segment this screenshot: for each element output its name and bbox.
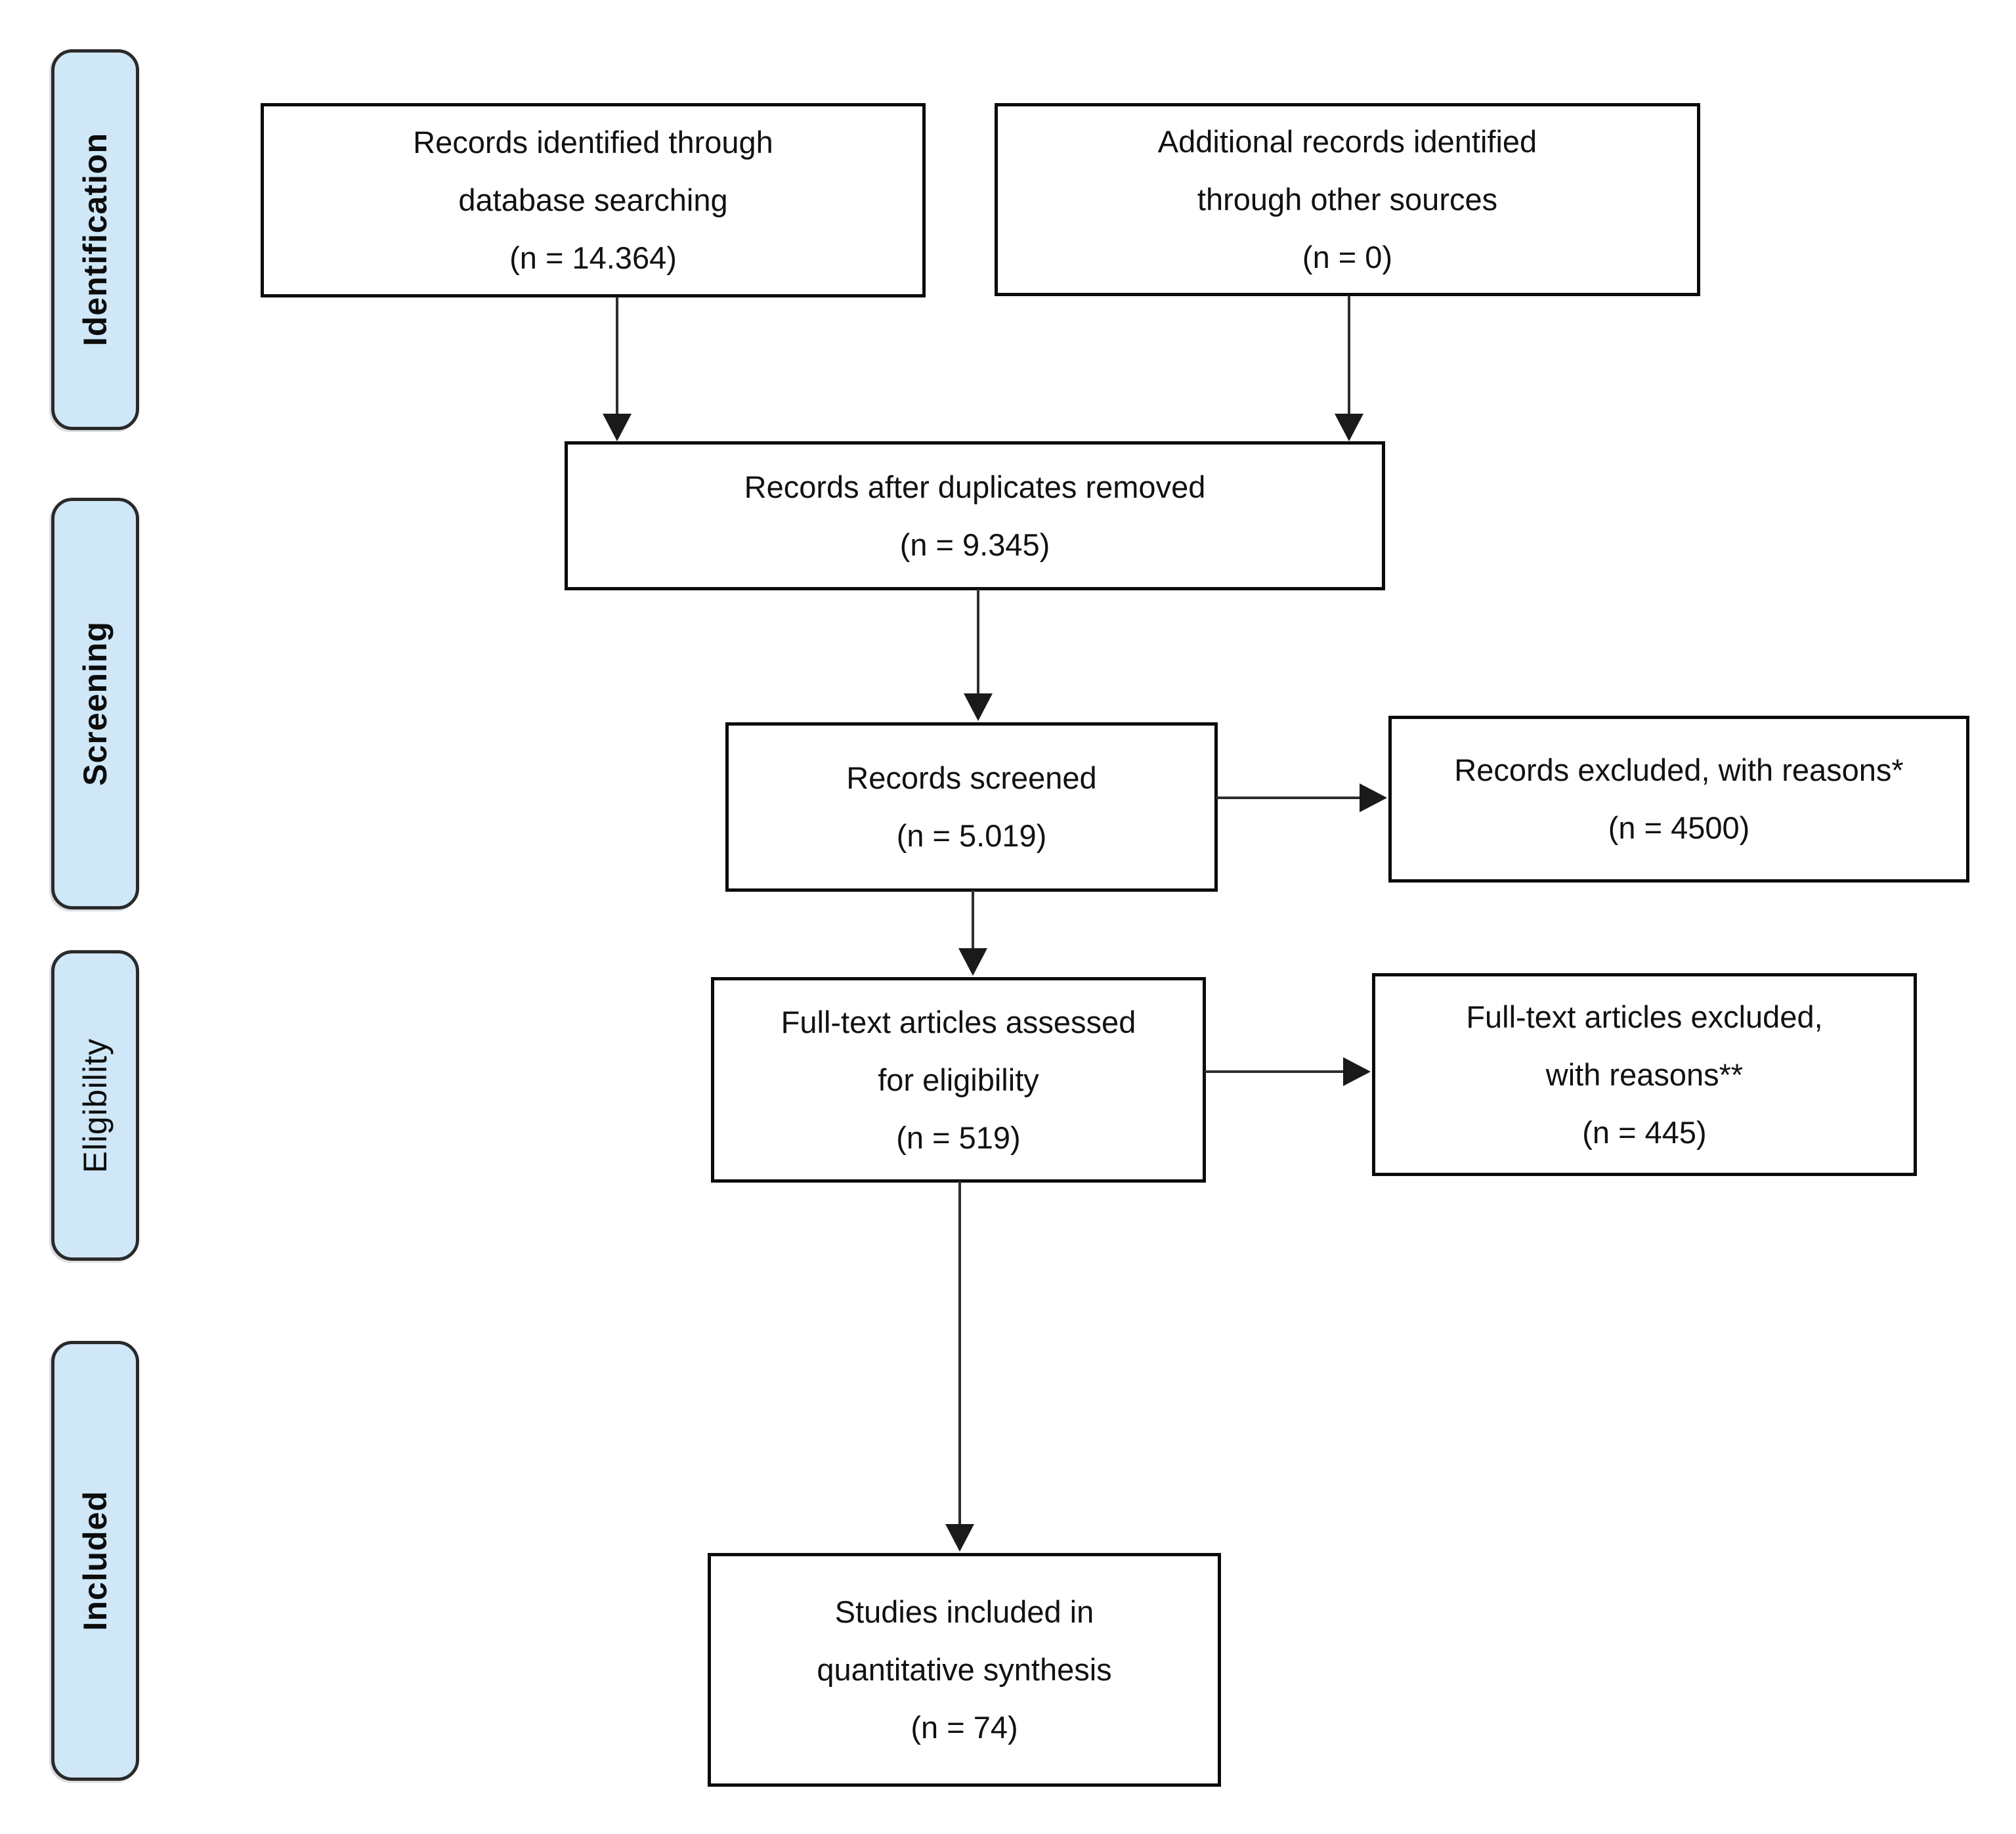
box-fulltext-assessed-line2: for eligibility [878,1062,1039,1097]
arrowhead-fulltext-to-included [945,1524,974,1552]
arrowhead-identified-to-duplicates [603,414,632,441]
box-fulltext-excluded-count: (n = 445) [1582,1114,1707,1150]
box-fulltext-excluded-line2: with reasons** [1545,1057,1744,1092]
box-fulltext-assessed-count: (n = 519) [896,1120,1021,1155]
stage-identification: Identification [51,49,139,430]
arrowhead-duplicates-to-screened [964,693,993,721]
connector-fulltext-to-excluded [1205,1070,1346,1073]
connector-screened-to-fulltext [972,890,974,951]
connector-screened-to-excluded [1216,797,1362,799]
box-records-excluded-line1: Records excluded, with reasons* [1454,753,1904,787]
stage-eligibility: Eligibility [51,950,139,1261]
box-fulltext-excluded-line1: Full-text articles excluded, [1466,999,1823,1034]
arrowhead-additional-to-duplicates [1335,414,1363,441]
box-duplicates-removed-count: (n = 9.345) [899,527,1050,562]
box-records-screened-line1: Records screened [846,760,1097,795]
box-records-identified-count: (n = 14.364) [509,240,677,275]
box-additional-records-line1: Additional records identified [1157,124,1537,159]
box-studies-included-line1: Studies included in [834,1594,1094,1629]
box-additional-records-line2: through other sources [1197,182,1498,217]
box-duplicates-removed: Records after duplicates removed (n = 9.… [565,441,1385,590]
box-fulltext-assessed: Full-text articles assessed for eligibil… [711,977,1206,1183]
stage-eligibility-label: Eligibility [77,1037,114,1173]
box-records-screened-count: (n = 5.019) [896,818,1047,853]
stage-included: Included [51,1341,139,1781]
box-studies-included-count: (n = 74) [911,1710,1018,1745]
box-studies-included-line2: quantitative synthesis [817,1652,1112,1687]
box-records-identified-line1: Records identified through [413,125,773,160]
box-records-screened: Records screened (n = 5.019) [725,722,1218,892]
box-records-identified-line2: database searching [458,183,728,217]
stage-identification-label: Identification [77,133,114,347]
box-additional-records-count: (n = 0) [1302,240,1393,274]
box-studies-included: Studies included in quantitative synthes… [708,1553,1221,1787]
connector-identified-to-duplicates [616,297,618,415]
box-duplicates-removed-line1: Records after duplicates removed [744,469,1206,504]
connector-additional-to-duplicates [1348,295,1350,415]
connector-duplicates-to-screened [977,589,979,695]
stage-screening: Screening [51,498,139,909]
stage-included-label: Included [77,1491,114,1631]
arrowhead-screened-to-fulltext [958,948,987,976]
stage-screening-label: Screening [77,621,114,786]
box-additional-records: Additional records identified through ot… [995,103,1700,296]
box-records-excluded: Records excluded, with reasons* (n = 450… [1388,716,1969,883]
arrowhead-fulltext-to-excluded [1343,1057,1371,1086]
arrowhead-screened-to-excluded [1360,783,1387,812]
box-records-excluded-count: (n = 4500) [1608,810,1750,845]
box-fulltext-assessed-line1: Full-text articles assessed [781,1004,1136,1039]
box-fulltext-excluded: Full-text articles excluded, with reason… [1372,973,1917,1176]
box-records-identified: Records identified through database sear… [261,103,926,297]
connector-fulltext-to-included [958,1181,961,1525]
